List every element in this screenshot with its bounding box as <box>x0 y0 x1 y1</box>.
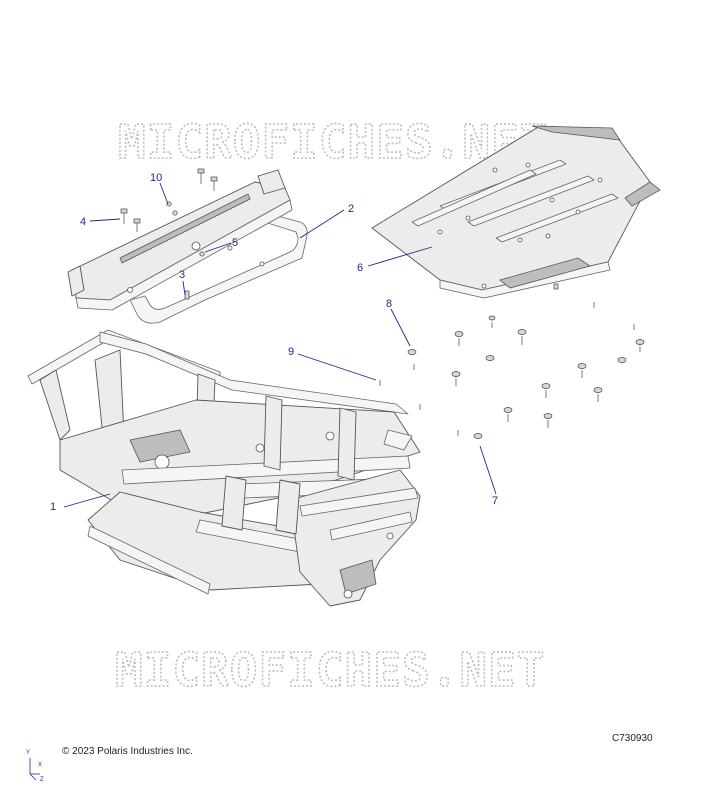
callout-4: 4 <box>80 216 86 228</box>
fastener-bolts-4-10 <box>120 168 218 300</box>
callout-8: 8 <box>386 298 392 310</box>
axis-triad-icon: Y X Z <box>26 750 44 783</box>
drawing-id: C730930 <box>612 733 653 744</box>
grommet-cluster <box>379 302 645 439</box>
watermark-bottom: MICROFICHES.NET <box>115 643 545 697</box>
seat-base-frame <box>67 169 308 324</box>
callouts: 1 2 3 4 5 6 7 8 9 10 <box>50 172 498 513</box>
callout-1: 1 <box>50 501 56 513</box>
axis-x-label: X <box>38 762 42 768</box>
axis-y-label: Y <box>26 750 30 756</box>
callout-9: 9 <box>288 346 294 358</box>
floor-pan <box>371 125 661 299</box>
callout-5: 5 <box>232 237 238 249</box>
callout-3: 3 <box>179 269 185 281</box>
main-frame <box>27 329 421 607</box>
copyright-notice: © 2023 Polaris Industries Inc. <box>62 746 193 757</box>
floor-fastener <box>553 283 559 290</box>
axis-z-label: Z <box>40 777 44 783</box>
callout-7: 7 <box>492 495 498 507</box>
callout-2: 2 <box>348 203 354 215</box>
callout-10: 10 <box>150 172 162 184</box>
callout-6: 6 <box>357 262 363 274</box>
watermark-top: MICROFICHES.NET <box>118 115 548 169</box>
